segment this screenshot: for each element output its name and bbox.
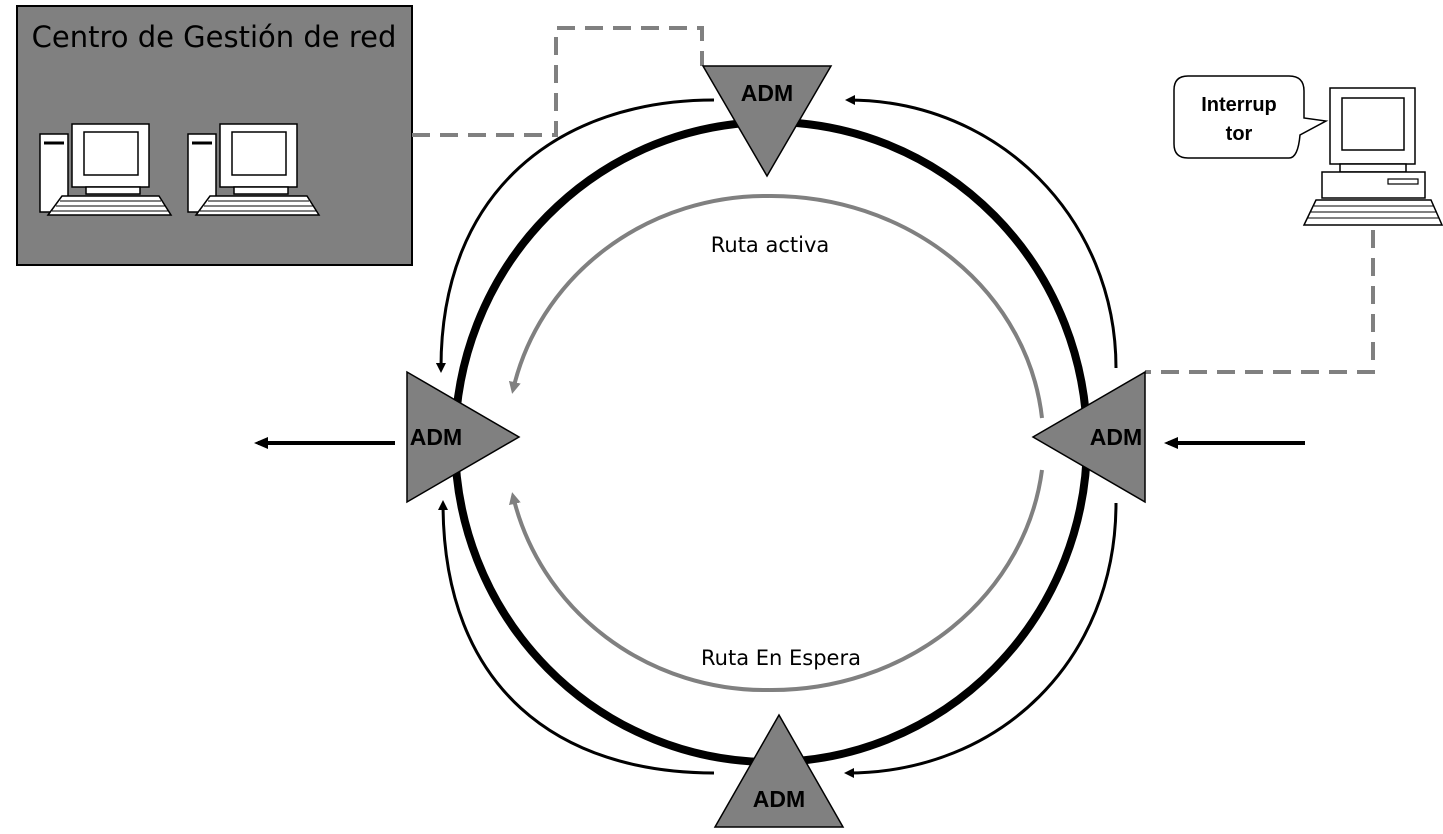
management-computer-icon — [39, 123, 173, 216]
outer-arrow-top-right — [845, 95, 1118, 369]
outer-arrow-bottom-left — [438, 500, 715, 775]
adm-node-left: ADM — [406, 370, 521, 504]
active-route-label: Ruta activa — [711, 233, 830, 257]
adm-label-bottom: ADM — [753, 786, 805, 812]
outer-arrow-bottom-right — [844, 502, 1118, 778]
standby-route-arc-left — [509, 492, 771, 693]
management-center-panel: Centro de Gestión de red — [16, 5, 413, 266]
switch-label-line1: Interrup — [1201, 94, 1277, 116]
management-link-dashed — [412, 26, 704, 137]
switch-speech-bubble: Interrup tor — [1173, 75, 1329, 159]
adm-node-bottom: ADM — [713, 713, 845, 828]
standby-route-label: Ruta En Espera — [701, 646, 861, 670]
adm-label-left: ADM — [410, 424, 462, 450]
switch-computer-icon — [1302, 87, 1443, 226]
adm-label-right: ADM — [1090, 424, 1142, 450]
management-computer-icon — [187, 123, 321, 216]
outer-arrow-top-left — [435, 98, 715, 373]
switch-link-dashed — [1145, 230, 1375, 374]
switch-label-line2: tor — [1226, 123, 1253, 145]
active-route-arc-left — [508, 193, 771, 394]
adm-node-right: ADM — [1031, 370, 1146, 504]
active-route-arc-right — [769, 193, 1044, 419]
management-center-title: Centro de Gestión de red — [32, 20, 397, 54]
standby-route-arc-right — [769, 469, 1044, 693]
adm-node-top: ADM — [701, 65, 833, 178]
adm-label-top: ADM — [741, 80, 793, 106]
